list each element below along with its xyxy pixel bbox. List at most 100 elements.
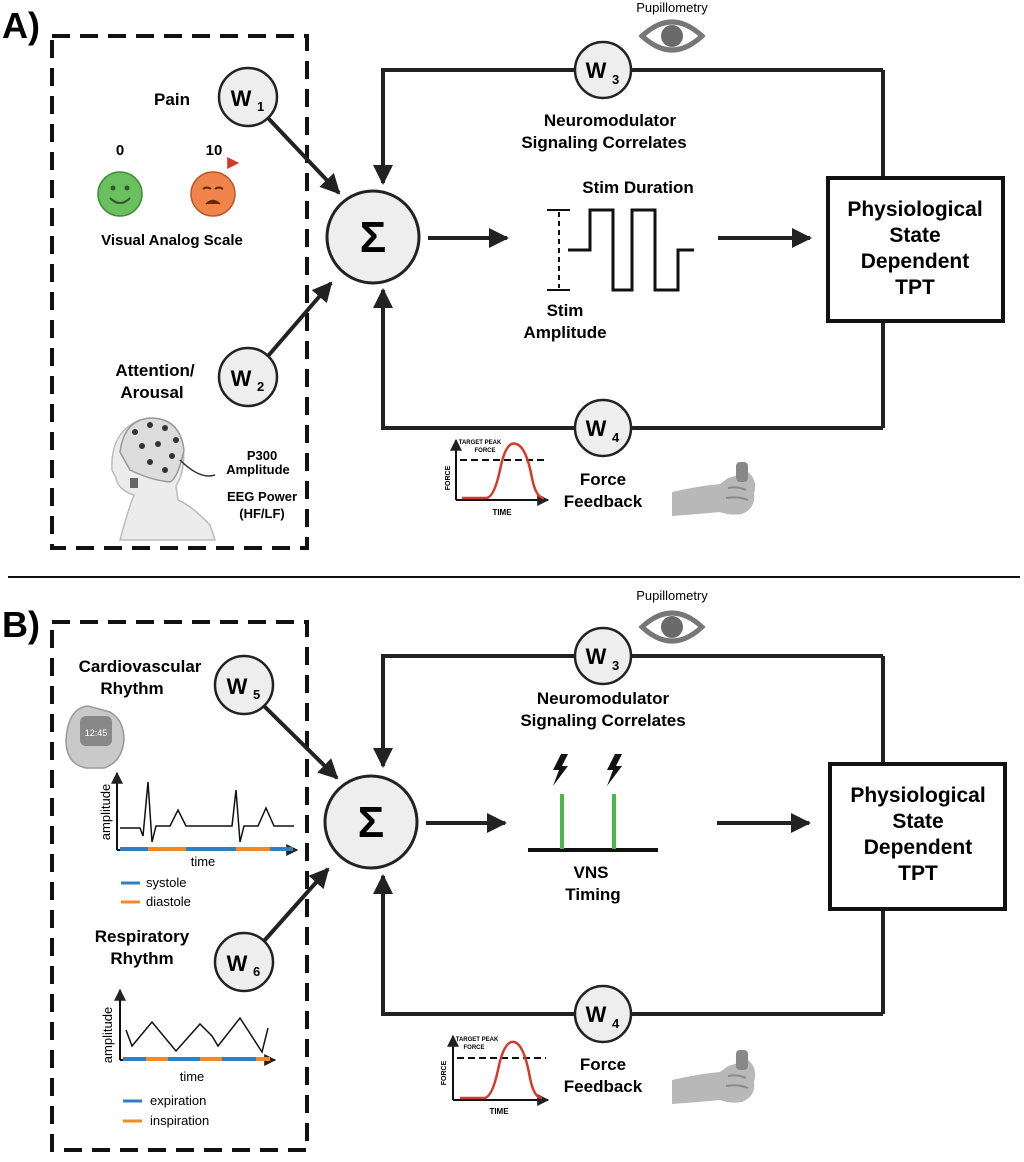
w6-to-sum-arrow xyxy=(262,867,330,943)
cardio-label-2: Rhythm xyxy=(100,679,163,698)
attention-label-1: Attention/ xyxy=(115,361,195,380)
stim-duration-label: Stim Duration xyxy=(582,178,693,197)
tpt-box-a xyxy=(826,176,1005,323)
panel-a-label: A) xyxy=(2,5,40,46)
cardio-yaxis: amplitude xyxy=(98,784,113,840)
neuromod-label-a-2: Signaling Correlates xyxy=(521,133,686,152)
resp-plot xyxy=(114,988,277,1066)
svg-text:W: W xyxy=(231,86,252,111)
tpt-b-line1: Physiological xyxy=(850,784,985,807)
tpt-a-line3: Dependent xyxy=(861,250,970,273)
tpt-a-line4: TPT xyxy=(895,276,935,299)
eeg-cap-head-icon xyxy=(111,417,217,541)
force-feedback-b-1: Force xyxy=(580,1055,626,1074)
force-feedback-a-2: Feedback xyxy=(564,492,643,511)
top-loop-line-b xyxy=(373,654,575,768)
node-w5: W 5 xyxy=(213,654,275,716)
target-peak-a-1: TARGET PEAK xyxy=(459,440,502,446)
lightning-icon xyxy=(553,754,568,786)
eye-icon xyxy=(638,19,706,53)
pain-label: Pain xyxy=(154,90,190,109)
svg-text:W: W xyxy=(586,416,607,441)
grip-hand-icon xyxy=(672,1050,756,1104)
happy-face-icon xyxy=(97,171,143,217)
force-feedback-b-2: Feedback xyxy=(564,1077,643,1096)
attention-label-2: Arousal xyxy=(120,383,183,402)
vas-max: 10 xyxy=(206,142,223,159)
tpt-a-line1: Physiological xyxy=(847,198,982,221)
svg-text:5: 5 xyxy=(253,687,260,702)
node-w1: W 1 xyxy=(217,66,279,128)
force-plot-a xyxy=(450,438,550,506)
bottom-loop-line-a xyxy=(373,288,575,430)
force-axis-a: FORCE xyxy=(445,465,452,490)
grip-hand-icon xyxy=(672,462,756,516)
cardio-label-1: Cardiovascular xyxy=(79,657,202,676)
stim-amplitude-label-1: Stim xyxy=(547,301,584,320)
tpt-b-line3: Dependent xyxy=(864,836,973,859)
w1-to-sum-arrow xyxy=(266,116,341,195)
legend-inspiration: inspiration xyxy=(150,1113,209,1128)
top-loop-line-a xyxy=(373,68,575,185)
p300-label-2: Amplitude xyxy=(226,462,290,477)
p300-label-1: P300 xyxy=(247,448,277,463)
node-w2: W 2 xyxy=(217,346,279,408)
target-peak-b-2: FORCE xyxy=(464,1045,485,1051)
tpt-box-b xyxy=(828,762,1007,911)
svg-text:1: 1 xyxy=(257,99,264,114)
panel-b: B) Pupillometry W 3 Neuromodulator Signa… xyxy=(2,588,1007,1152)
smartwatch-icon: 12:45 xyxy=(65,705,125,769)
w5-to-sum-arrow xyxy=(262,704,339,780)
sum-node-b: Σ xyxy=(323,774,419,870)
panel-b-inputs-box xyxy=(50,620,309,1152)
target-peak-a-2: FORCE xyxy=(475,448,496,454)
node-w6: W 6 xyxy=(213,931,275,993)
panel-b-label: B) xyxy=(2,604,40,645)
eeg-label-2: (HF/LF) xyxy=(239,506,284,521)
neuromod-label-b-1: Neuromodulator xyxy=(537,689,670,708)
svg-text:Σ: Σ xyxy=(358,798,384,847)
vns-label-2: Timing xyxy=(565,885,620,904)
vas-min: 0 xyxy=(116,142,124,159)
panel-a: A) Pupillometry W 3 Neuromodulator Signa… xyxy=(2,0,1005,550)
resp-xaxis: time xyxy=(180,1069,205,1084)
sum-node-a: Σ xyxy=(325,189,421,285)
tpt-a-line2: State xyxy=(889,224,940,247)
watch-time: 12:45 xyxy=(85,728,108,738)
vns-label-1: VNS xyxy=(574,863,609,882)
tpt-b-line4: TPT xyxy=(898,862,938,885)
svg-text:W: W xyxy=(227,674,248,699)
tpt-b-line2: State xyxy=(892,810,943,833)
node-w4-a: W 4 xyxy=(573,398,633,458)
eye-icon xyxy=(638,610,706,644)
node-w3-b: W 3 xyxy=(573,626,633,686)
w2-to-sum-arrow xyxy=(266,281,333,358)
svg-text:4: 4 xyxy=(612,430,620,445)
svg-text:3: 3 xyxy=(612,72,619,87)
svg-text:4: 4 xyxy=(612,1016,620,1031)
svg-text:W: W xyxy=(586,1002,607,1027)
ecg-plot xyxy=(111,771,299,856)
neuromod-label-b-2: Signaling Correlates xyxy=(520,711,685,730)
legend-systole: systole xyxy=(146,875,186,890)
vns-timing-plot xyxy=(528,754,658,852)
eeg-label-1: EEG Power xyxy=(227,489,297,504)
svg-text:W: W xyxy=(586,58,607,83)
neuromod-label-a-1: Neuromodulator xyxy=(544,111,677,130)
bottom-loop-line-b xyxy=(373,874,575,1016)
pupillometry-label-a: Pupillometry xyxy=(636,0,708,15)
svg-text:W: W xyxy=(586,644,607,669)
stim-amplitude-label-2: Amplitude xyxy=(523,323,606,342)
svg-text:Σ: Σ xyxy=(360,213,386,262)
svg-text:3: 3 xyxy=(612,658,619,673)
svg-text:2: 2 xyxy=(257,379,264,394)
node-w4-b: W 4 xyxy=(573,984,633,1044)
sad-face-icon xyxy=(190,171,236,217)
node-w3-a: W 3 xyxy=(573,40,633,100)
resp-label-2: Rhythm xyxy=(110,949,173,968)
stim-waveform xyxy=(547,208,694,292)
force-axis-b: FORCE xyxy=(441,1060,448,1085)
pupillometry-label-b: Pupillometry xyxy=(636,588,708,603)
